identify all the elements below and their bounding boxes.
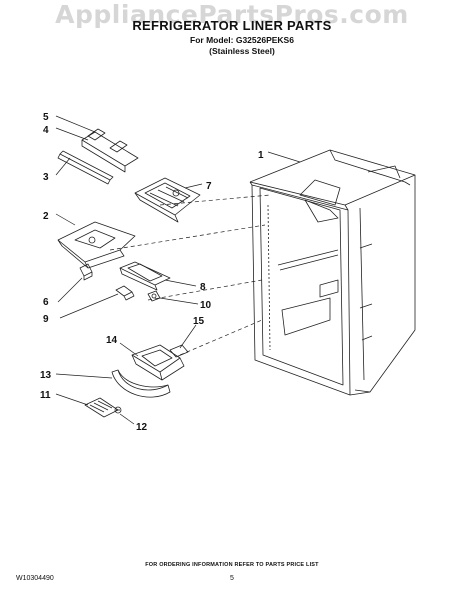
part-7-vent bbox=[134, 177, 201, 223]
part-13-lens bbox=[111, 369, 171, 398]
callout-labels: 1 2 3 4 5 6 7 8 9 10 11 12 13 14 15 bbox=[40, 112, 264, 433]
callout-7: 7 bbox=[206, 181, 212, 192]
callout-4: 4 bbox=[43, 125, 49, 136]
ordering-note: FOR ORDERING INFORMATION REFER TO PARTS … bbox=[145, 562, 319, 568]
callout-2: 2 bbox=[43, 211, 49, 222]
part-4-rail bbox=[81, 128, 139, 173]
model-line: For Model: G32526PEKS6 bbox=[190, 35, 294, 45]
watermark-logo: AppliancePartsPros.com bbox=[55, 0, 409, 29]
part-1-liner bbox=[249, 149, 416, 396]
part-14-light-housing bbox=[131, 344, 185, 381]
part-8-cover bbox=[119, 261, 171, 291]
document-id: W10304490 bbox=[16, 575, 54, 582]
callout-12: 12 bbox=[136, 422, 148, 433]
callout-3: 3 bbox=[43, 172, 49, 183]
part-11-insert bbox=[84, 397, 119, 418]
assembly-lines bbox=[109, 194, 271, 356]
callout-11: 11 bbox=[40, 390, 51, 401]
callout-14: 14 bbox=[106, 335, 118, 346]
part-6-connector bbox=[79, 263, 93, 281]
model-info: For Model: G32526PEKS6 (Stainless Steel) bbox=[0, 35, 464, 57]
callout-5: 5 bbox=[43, 112, 49, 123]
part-9-bulb bbox=[115, 285, 135, 301]
part-12-screw bbox=[114, 406, 122, 414]
page-title: REFRIGERATOR LINER PARTS bbox=[132, 18, 332, 33]
variant-line: (Stainless Steel) bbox=[209, 46, 275, 56]
callout-10: 10 bbox=[200, 300, 212, 311]
part-15-bracket bbox=[169, 344, 189, 358]
callout-9: 9 bbox=[43, 314, 49, 325]
callout-1: 1 bbox=[258, 150, 264, 161]
leader-lines bbox=[55, 115, 301, 425]
page-number: 5 bbox=[230, 575, 234, 582]
callout-15: 15 bbox=[193, 316, 205, 327]
callout-13: 13 bbox=[40, 370, 52, 381]
part-2-housing bbox=[57, 221, 136, 269]
callout-8: 8 bbox=[200, 282, 206, 293]
part-3-bar bbox=[57, 150, 114, 185]
callout-6: 6 bbox=[43, 297, 49, 308]
